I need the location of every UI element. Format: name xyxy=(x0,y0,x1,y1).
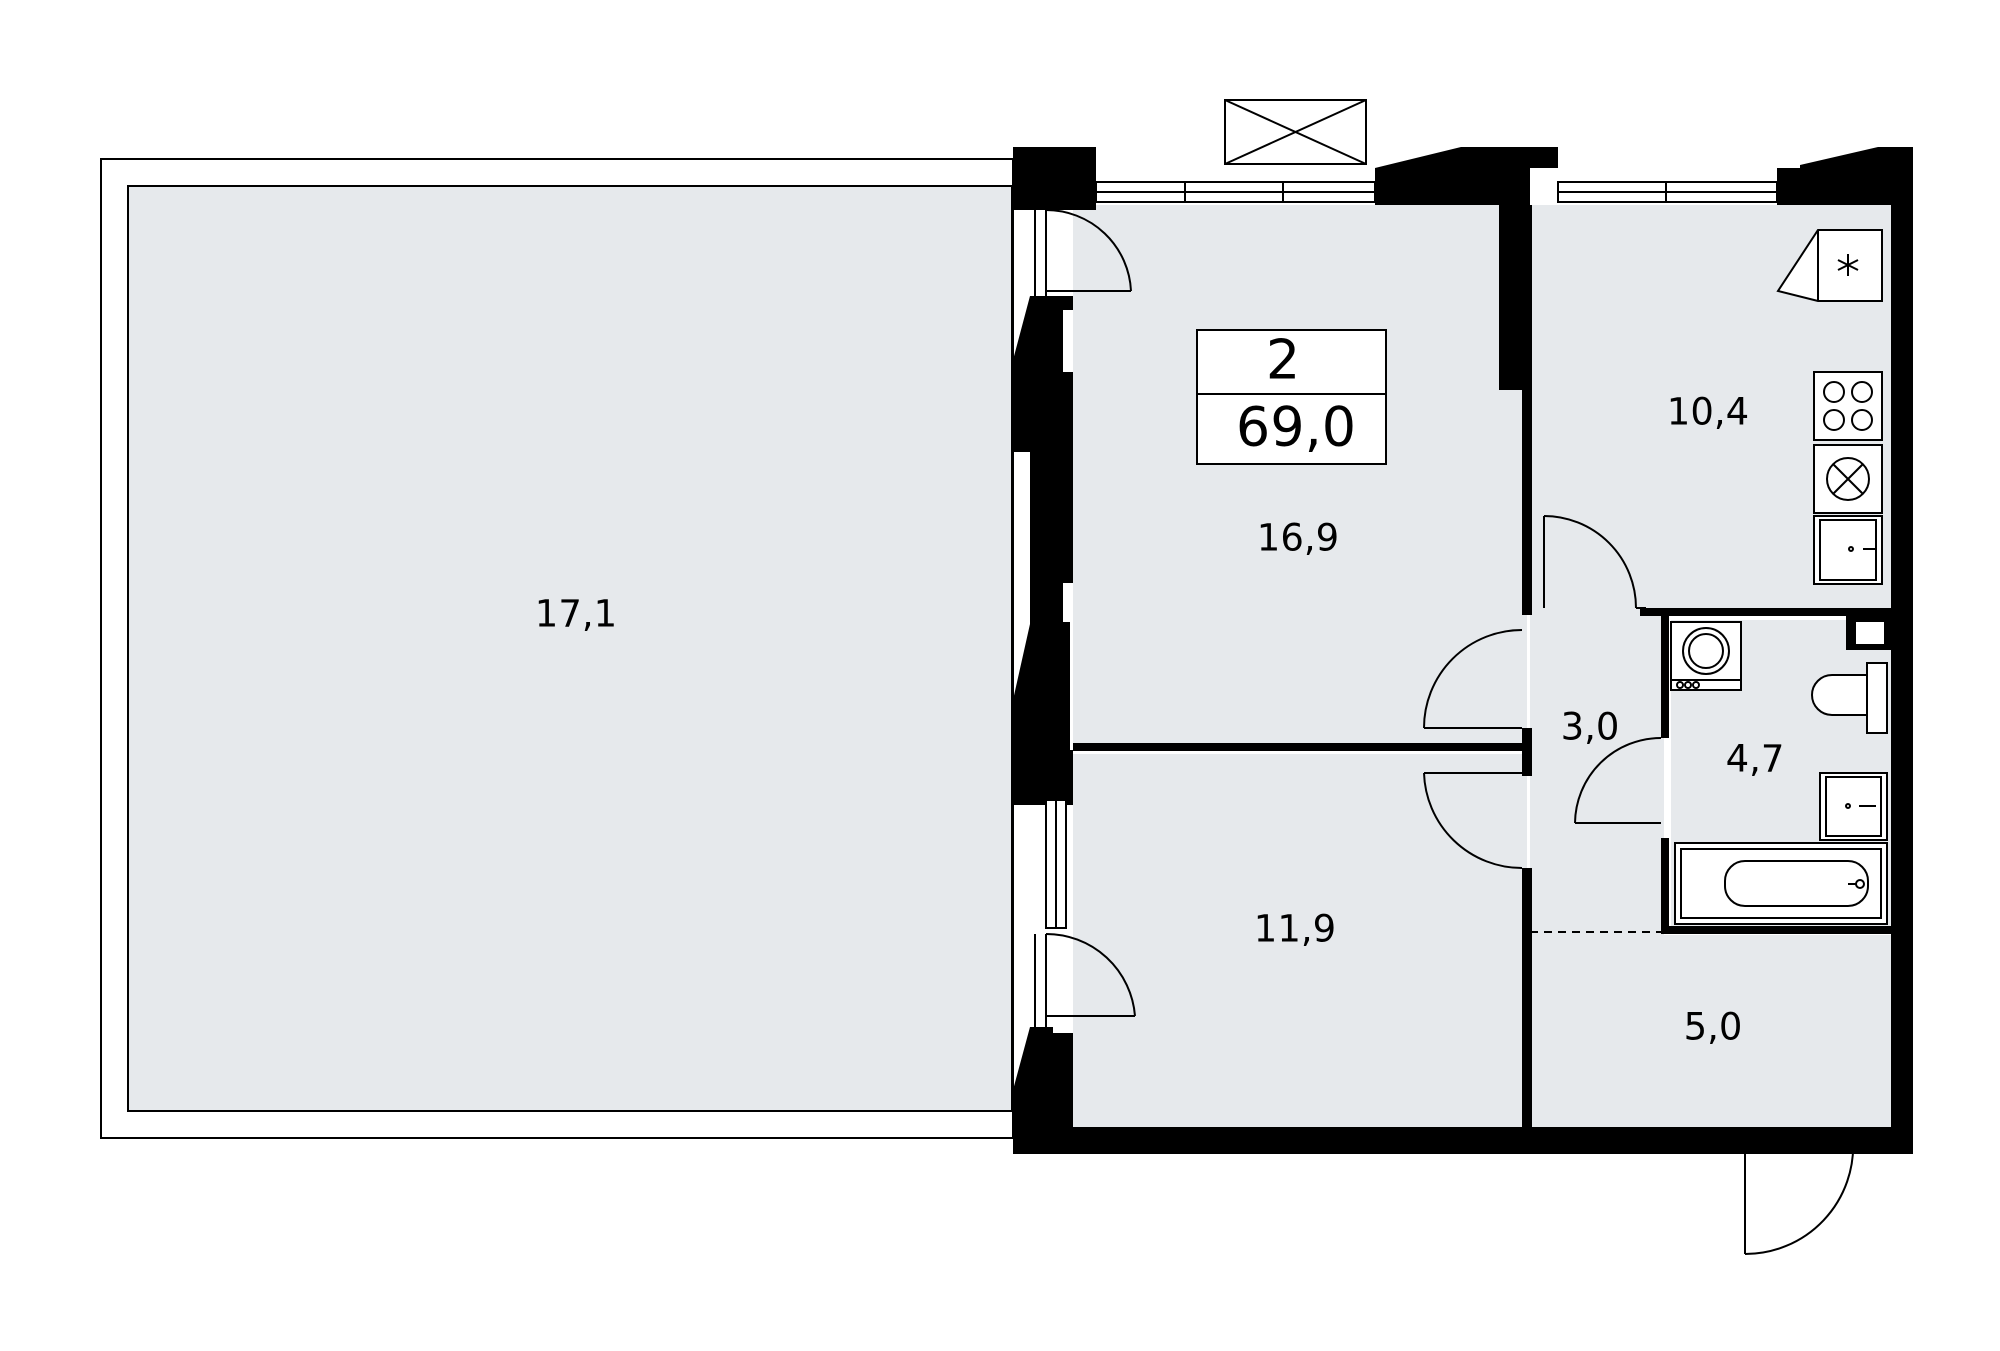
kitchen-area: 10,4 xyxy=(1667,391,1749,434)
wall-bath-left-lower xyxy=(1661,838,1669,934)
hallway-area: 3,0 xyxy=(1561,706,1620,749)
kitchen-sink-icon xyxy=(1813,515,1883,585)
toilet-icon xyxy=(1811,662,1888,734)
doors xyxy=(1034,208,1855,1256)
wall-left-upper xyxy=(1013,296,1073,805)
oven-icon xyxy=(1813,444,1883,514)
terrace-floor xyxy=(127,185,1013,1112)
living-room-area: 16,9 xyxy=(1257,517,1339,560)
door-living-terrace[interactable] xyxy=(1034,208,1132,296)
door-living-room[interactable] xyxy=(1423,629,1523,729)
wall-bath-bottom xyxy=(1661,926,1891,934)
terrace-area: 17,1 xyxy=(535,593,617,636)
door-bedroom[interactable] xyxy=(1423,772,1523,869)
wall-hall-left-mid xyxy=(1522,728,1532,776)
cooktop-icon xyxy=(1813,371,1883,441)
bathroom-area: 4,7 xyxy=(1726,738,1785,781)
summary-box xyxy=(1196,329,1387,465)
range-hood-icon xyxy=(1776,229,1883,302)
wall-kitchen-bottom xyxy=(1640,608,1891,616)
bathroom-sink-icon xyxy=(1819,772,1888,841)
wall-right xyxy=(1891,147,1913,1154)
door-bedroom-terrace[interactable] xyxy=(1034,932,1136,1027)
walls xyxy=(1013,147,1913,1154)
entrance-hall-floor xyxy=(1530,935,1891,1132)
washing-machine-icon xyxy=(1670,621,1742,691)
wall-top-left-pillar xyxy=(1013,147,1096,210)
bathtub-icon xyxy=(1674,842,1888,925)
wall-left-doorpost xyxy=(1053,296,1073,310)
room-labels: 17,1 16,9 10,4 3,0 4,7 11,9 5,0 xyxy=(535,391,1785,1049)
apartment-summary: 2 69,0 xyxy=(1196,329,1387,465)
wall-shaft-inner xyxy=(1856,622,1884,644)
terrace xyxy=(100,158,1014,1139)
entrance-door[interactable] xyxy=(1744,1132,1855,1256)
total-area: 69,0 xyxy=(1236,396,1356,459)
wall-top-right xyxy=(1777,147,1913,205)
entrance-hall-area: 5,0 xyxy=(1684,1006,1743,1049)
bedroom-area: 11,9 xyxy=(1254,908,1336,951)
door-bathroom[interactable] xyxy=(1574,737,1662,824)
wall-kitchen-living-lower xyxy=(1522,205,1532,615)
wall-left-lower xyxy=(1013,1027,1073,1154)
wall-top-middle xyxy=(1375,147,1558,205)
wall-living-bedroom xyxy=(1073,743,1527,751)
room-floors xyxy=(1073,205,1891,1132)
bedroom-floor xyxy=(1073,754,1527,1132)
fixtures xyxy=(1670,229,1888,925)
wall-hall-left-lower xyxy=(1522,868,1532,1132)
wall-bottom xyxy=(1013,1127,1913,1154)
door-kitchen[interactable] xyxy=(1543,515,1646,609)
living-room-floor xyxy=(1073,205,1527,747)
windows xyxy=(1045,99,1778,929)
rooms-count: 2 xyxy=(1266,329,1300,392)
wall-bath-left-upper xyxy=(1661,608,1669,738)
